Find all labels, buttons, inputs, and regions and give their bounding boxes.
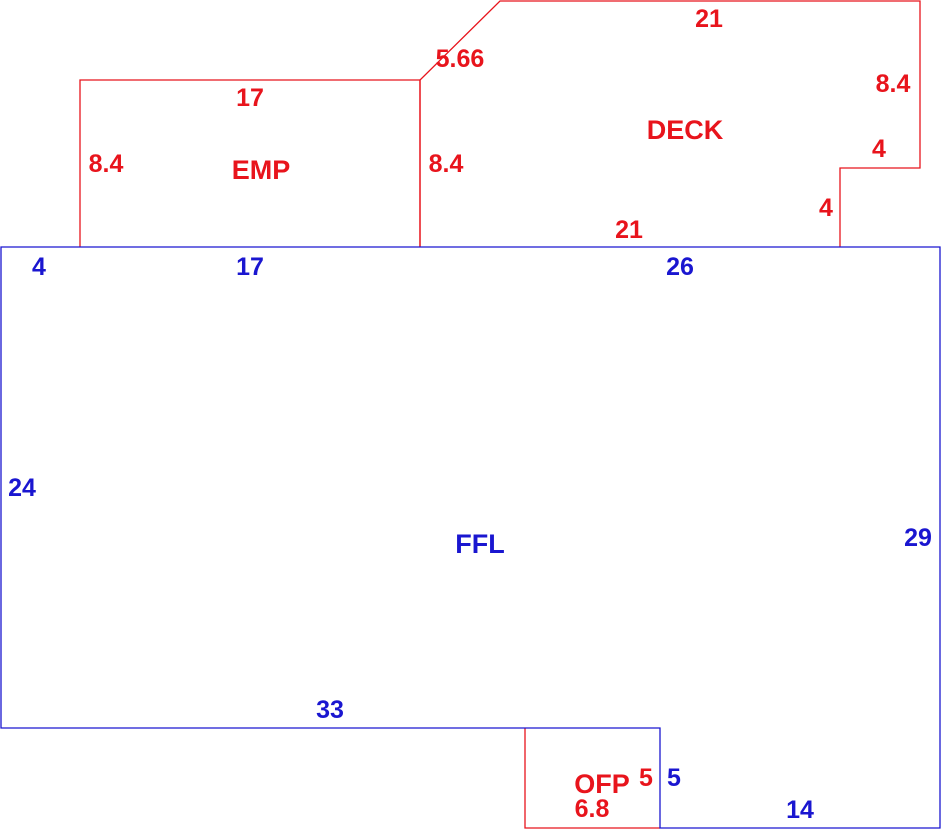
ffl-dim-right: 29: [904, 524, 932, 552]
ffl-dim-top-right: 26: [666, 253, 694, 281]
ofp-dim-right: 5: [639, 764, 653, 792]
ffl-dim-bottom-right: 14: [786, 796, 814, 824]
ffl-dim-step: 5: [667, 764, 681, 792]
deck-area-label: DECK: [647, 115, 724, 145]
deck-dim-notch-vertical: 4: [819, 194, 833, 222]
deck-dim-notch-horizontal: 4: [872, 135, 886, 163]
emp-dim-left: 8.4: [89, 150, 124, 178]
emp-dim-right: 8.4: [429, 150, 464, 178]
ofp-area-label: OFP: [574, 769, 630, 799]
deck-dim-bottom: 21: [615, 216, 643, 244]
ffl-dim-left: 24: [8, 474, 36, 502]
emp-area-label: EMP: [232, 155, 291, 185]
ffl-dim-bottom-left: 33: [316, 696, 344, 724]
deck-outline: [419, 0, 921, 247]
deck-dim-diagonal: 5.66: [436, 45, 485, 73]
ffl-dim-top-mid: 17: [236, 253, 264, 281]
emp-dim-top: 17: [236, 84, 264, 112]
ofp-dim-bottom: 6.8: [575, 795, 610, 823]
ofp-outline: [524, 728, 660, 829]
deck-dim-top: 21: [695, 5, 723, 33]
ffl-dim-top-left: 4: [32, 253, 46, 281]
deck-dim-right: 8.4: [876, 70, 911, 98]
ffl-area-label: FFL: [455, 529, 504, 559]
ffl-outline: [0, 246, 941, 829]
